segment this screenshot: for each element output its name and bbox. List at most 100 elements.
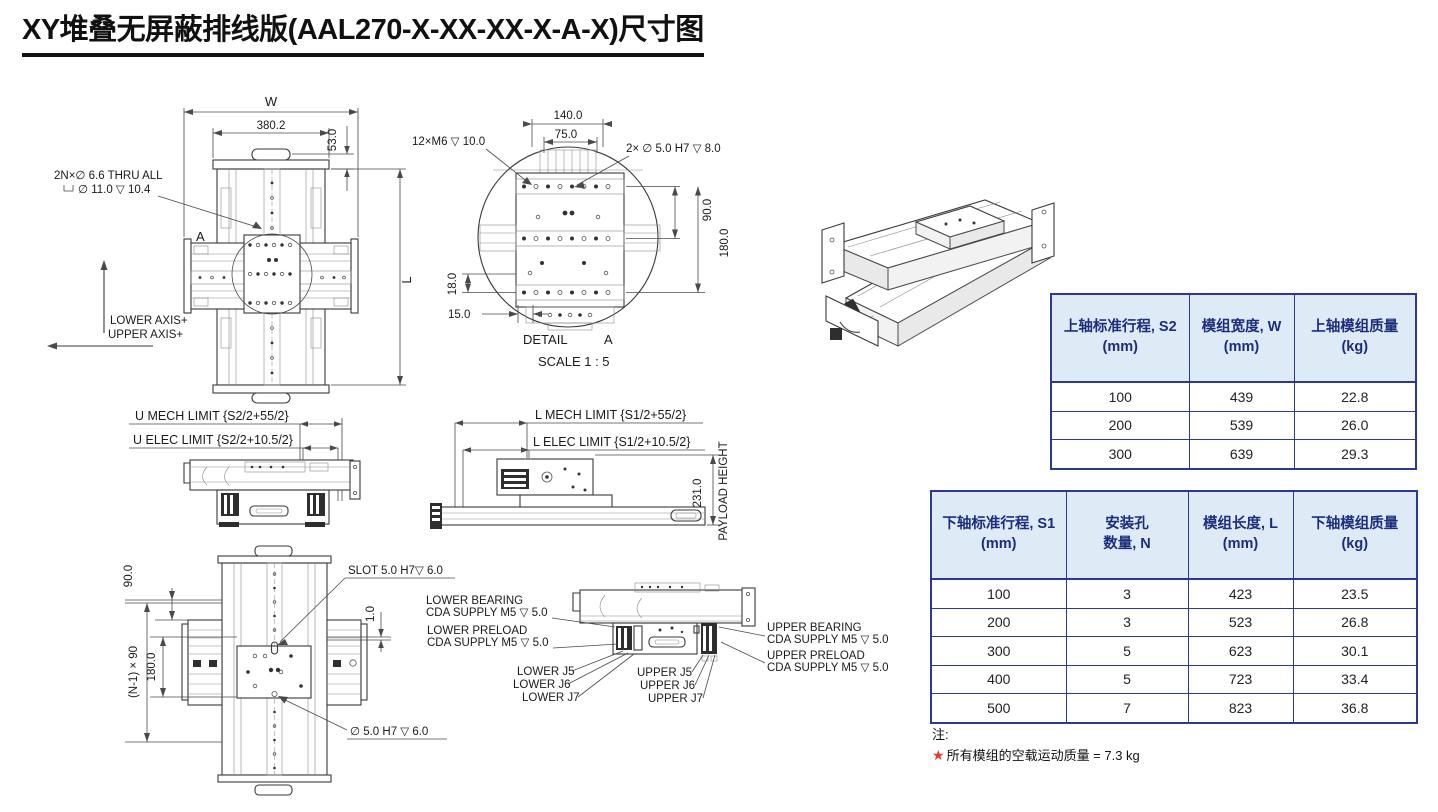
dim-l: L [331,168,414,386]
col-header-lower-mass: 下轴模组质量 (kg) [1292,490,1418,580]
svg-text:18.0: 18.0 [447,273,459,295]
table-cell: 5 [1065,664,1189,694]
dim-180: 180.0 [626,186,731,293]
ports-side-view-drawing: LOWER BEARING CDA SUPPLY M5 ▽ 5.0 LOWER … [426,582,889,705]
detail-plate [515,172,625,308]
svg-text:CDA SUPPLY M5 ▽ 5.0: CDA SUPPLY M5 ▽ 5.0 [427,637,549,649]
svg-text:L ELEC LIMIT {S1/2+10.5/2}: L ELEC LIMIT {S1/2+10.5/2} [533,435,690,449]
svg-text:231.0: 231.0 [692,479,704,508]
svg-text:U MECH LIMIT {S2/2+55/2}: U MECH LIMIT {S2/2+55/2} [135,409,289,423]
svg-text:UPPER PRELOAD: UPPER PRELOAD [767,650,865,662]
table-cell: 200 [930,607,1067,637]
svg-text:L: L [399,276,414,283]
detail-top-slider [493,149,643,174]
u-elec-limit: U ELEC LIMIT {S2/2+10.5/2} [129,433,339,501]
u-carriage [216,489,330,527]
svg-text:UPPER J6: UPPER J6 [640,680,695,692]
col-header-l: 模组长度, L (mm) [1187,490,1294,580]
svg-text:(N-1) × 90: (N-1) × 90 [128,646,140,698]
svg-text:LOWER PRELOAD: LOWER PRELOAD [427,625,527,637]
svg-text:A: A [604,332,613,347]
svg-text:75.0: 75.0 [555,129,577,141]
col-header-upper-mass: 上轴模组质量 (kg) [1293,293,1417,383]
svg-text:380.2: 380.2 [257,120,286,132]
counterbore-icon [63,185,74,192]
table-cell: 500 [930,693,1067,723]
bolt-row-bottom [248,300,293,306]
table-cell: 23.5 [1292,578,1418,609]
svg-text:LOWER AXIS+: LOWER AXIS+ [110,315,188,327]
table-cell: 300 [1050,439,1190,469]
vertical-module-outline [217,545,332,796]
hole-callout: ∅ 5.0 H7 ▽ 6.0 [278,696,447,740]
svg-text:UPPER AXIS+: UPPER AXIS+ [108,329,183,341]
table-cell: 100 [1050,381,1190,412]
svg-text:LOWER BEARING: LOWER BEARING [426,595,523,607]
u-limit-drawing: U MECH LIMIT {S2/2+55/2} U ELEC LIMIT {S… [129,409,361,527]
dim-15: 15.0 [448,305,548,323]
svg-text:∅ 11.0 ▽ 10.4: ∅ 11.0 ▽ 10.4 [78,184,151,196]
svg-text:90.0: 90.0 [702,199,714,221]
dim-w: W [183,94,359,237]
svg-text:LOWER J6: LOWER J6 [513,679,571,691]
table-cell: 100 [930,578,1067,609]
col-header-s1: 下轴标准行程, S1 (mm) [930,490,1067,580]
svg-text:UPPER J7: UPPER J7 [648,693,703,705]
l-limit-drawing: L MECH LIMIT {S1/2+55/2} L ELEC LIMIT {S… [430,408,730,541]
table-row: 200 539 26.0 [1050,410,1417,440]
table-cell: 36.8 [1292,693,1418,723]
table-cell: 200 [1050,410,1190,440]
dim-231: 231.0 PAYLOAD HEIGHT [595,441,730,541]
table-cell: 823 [1187,693,1294,723]
table-row: 300 5 623 30.1 [930,636,1418,666]
left-arm [181,619,223,706]
table-header-row: 上轴标准行程, S2 (mm) 模组宽度, W (mm) 上轴模组质量 (kg) [1050,293,1417,383]
svg-text:PAYLOAD HEIGHT: PAYLOAD HEIGHT [718,441,730,540]
svg-text:2× ∅ 5.0 H7 ▽ 8.0: 2× ∅ 5.0 H7 ▽ 8.0 [626,143,721,155]
table-cell: 439 [1188,381,1295,412]
table-cell: 7 [1065,693,1189,723]
col-header-w: 模组宽度, W (mm) [1188,293,1295,383]
svg-text:LOWER J7: LOWER J7 [522,692,580,704]
svg-text:LOWER J5: LOWER J5 [517,666,575,678]
table-cell: 26.0 [1293,410,1417,440]
svg-text:∅ 5.0 H7 ▽ 6.0: ∅ 5.0 H7 ▽ 6.0 [350,726,428,738]
isometric-view-drawing [821,199,1055,347]
svg-text:DETAIL: DETAIL [523,332,568,347]
svg-text:2N×∅ 6.6 THRU ALL: 2N×∅ 6.6 THRU ALL [54,170,163,182]
svg-text:12×M6 ▽ 10.0: 12×M6 ▽ 10.0 [412,136,485,148]
svg-text:180.0: 180.0 [146,653,158,682]
svg-text:UPPER BEARING: UPPER BEARING [767,622,862,634]
dim-90: 90.0 [123,565,222,621]
svg-text:L MECH LIMIT {S1/2+55/2}: L MECH LIMIT {S1/2+55/2} [535,408,686,422]
footnote-text: 所有模组的空载运动质量 = 7.3 kg [946,748,1140,764]
svg-text:15.0: 15.0 [448,309,470,321]
table-cell: 400 [930,664,1067,694]
svg-text:180.0: 180.0 [719,229,731,258]
table-cell: 29.3 [1293,439,1417,469]
table-cell: 623 [1187,636,1294,666]
pin-callout: 2× ∅ 5.0 H7 ▽ 8.0 [574,143,721,189]
star-icon: ★ [932,747,945,764]
dim-90: 90.0 [626,186,714,239]
detail-boundary-circle [477,146,659,328]
footnote-line: ★所有模组的空载运动质量 = 7.3 kg [932,745,1140,767]
table-cell: 26.8 [1292,607,1418,637]
plan-view-top-drawing: A W 380.2 53.0 L 2N×∅ 6.6 THRU ALL ∅ 11.… [47,94,414,404]
table-row: 300 639 29.3 [1050,439,1417,469]
table-row: 500 7 823 36.8 [930,693,1418,723]
svg-text:W: W [265,94,278,109]
dim-140: 140.0 [523,110,612,147]
svg-text:1.0: 1.0 [365,606,377,622]
tap-callout: 12×M6 ▽ 10.0 [412,136,532,185]
right-arm [326,619,368,706]
axis-legend: LOWER AXIS+ UPPER AXIS+ [47,260,188,350]
table-cell: 5 [1065,636,1189,666]
l-motor-block [496,458,594,496]
col-header-s2: 上轴标准行程, S2 (mm) [1050,293,1190,383]
dim-18: 18.0 [447,273,516,295]
dim-pitch: (N-1) × 90 [125,602,222,743]
l-mech-limit: L MECH LIMIT {S1/2+55/2} [454,408,703,521]
locating-hole [271,690,278,697]
table-cell: 30.1 [1292,636,1418,666]
